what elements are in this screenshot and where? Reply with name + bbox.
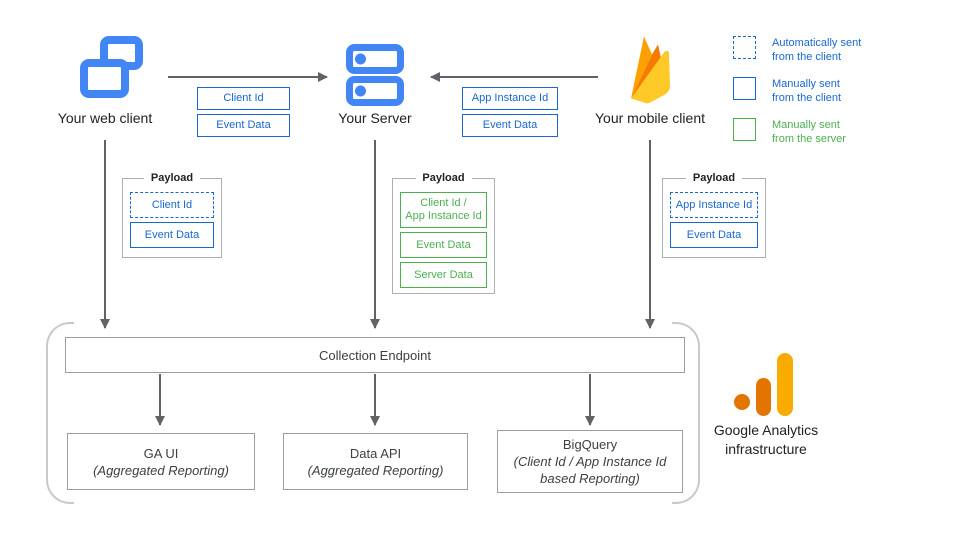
legend-swatch-manual-client-icon	[733, 77, 756, 100]
firebase-icon	[631, 36, 670, 104]
tag-line: Client Id /	[420, 197, 467, 209]
service-detail: (Aggregated Reporting)	[93, 462, 229, 478]
payload-server-client-or-app-instance-id: Client Id / App Instance Id	[400, 192, 487, 228]
server-icon	[346, 44, 404, 106]
tag-line: Server Data	[414, 268, 473, 281]
tag-line: Event Data	[416, 238, 471, 251]
legend-swatch-manual-server-icon	[733, 118, 756, 141]
web-client-icon	[80, 36, 143, 98]
payload-mobile-app-instance-id: App Instance Id	[670, 192, 758, 218]
collection-endpoint-box: Collection Endpoint	[65, 337, 685, 373]
tag-line: Event Data	[144, 228, 200, 241]
payload-title: Payload	[685, 172, 743, 184]
google-analytics-icon	[734, 353, 793, 416]
legend-item-manual-server: Manually sent from the server	[772, 119, 942, 146]
tag-event-data: Event Data	[462, 114, 558, 137]
service-name: GA UI	[143, 445, 179, 461]
payload-title: Payload	[415, 172, 472, 184]
legend-line: Manually sent	[772, 78, 840, 90]
legend-line: from the server	[772, 132, 846, 145]
legend-line: Manually sent	[772, 119, 840, 131]
ga-label-line: Google Analytics	[713, 422, 819, 438]
tag-line: App Instance Id	[675, 198, 753, 211]
payload-server-event-data: Event Data	[400, 232, 487, 258]
legend-line: Automatically sent	[772, 37, 862, 49]
service-name: Data API	[349, 445, 402, 461]
service-name: BigQuery	[562, 437, 618, 452]
tag-line: Client Id	[151, 198, 193, 211]
tag-client-id: Client Id	[197, 87, 290, 110]
payload-server: Payload Client Id / App Instance Id Even…	[392, 172, 495, 294]
server-label: Your Server	[338, 110, 412, 126]
service-ga-ui: GA UI (Aggregated Reporting)	[67, 433, 255, 490]
legend-line: from the client	[772, 50, 842, 63]
payload-web-client-id: Client Id	[130, 192, 214, 218]
tag-line: App Instance Id	[405, 210, 482, 222]
service-detail: (Client Id / App Instance Id based Repor…	[513, 454, 667, 486]
payload-server-server-data: Server Data	[400, 262, 487, 288]
payload-mobile-event-data: Event Data	[670, 222, 758, 248]
payload-web: Payload Client Id Event Data	[122, 172, 222, 258]
legend-swatch-auto-client-icon	[733, 36, 756, 59]
tag-app-instance-id: App Instance Id	[462, 87, 558, 110]
ga-label-line: infrastructure	[725, 441, 807, 457]
legend-line: from the client	[772, 91, 842, 104]
payload-web-event-data: Event Data	[130, 222, 214, 248]
service-bigquery: BigQuery (Client Id / App Instance Id ba…	[497, 430, 683, 493]
web-client-label: Your web client	[57, 110, 153, 126]
ga-infrastructure-label: Google Analytics infrastructure	[700, 421, 832, 459]
service-data-api: Data API (Aggregated Reporting)	[283, 433, 468, 490]
service-detail: (Aggregated Reporting)	[307, 462, 444, 478]
payload-title: Payload	[143, 172, 201, 184]
mobile-client-label: Your mobile client	[595, 110, 705, 126]
payload-mobile: Payload App Instance Id Event Data	[662, 172, 766, 258]
legend-item-auto-client: Automatically sent from the client	[772, 37, 942, 64]
legend-item-manual-client: Manually sent from the client	[772, 78, 942, 105]
tag-line: Event Data	[686, 228, 742, 241]
tag-event-data: Event Data	[197, 114, 290, 137]
